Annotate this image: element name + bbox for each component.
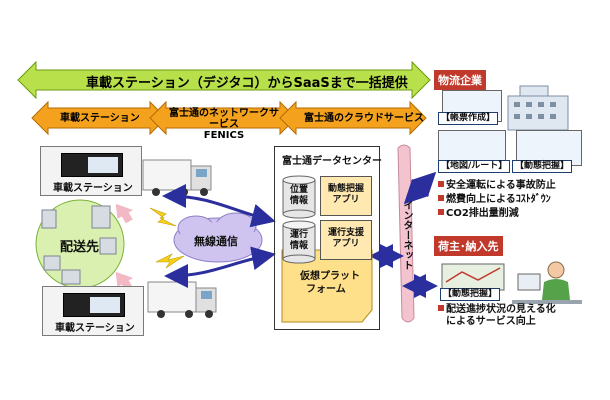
vehicle-station-bottom-label: 車載ステーション	[55, 323, 135, 334]
db-operation-icon	[282, 220, 316, 264]
bullet-square-icon	[438, 305, 444, 311]
link-top-arrow	[162, 184, 276, 228]
internet-logistics-arrow	[403, 171, 437, 205]
wireless-label: 無線通信	[194, 235, 238, 248]
db-location-line2: 情報	[289, 196, 308, 206]
platform-line1: 仮想プラット	[300, 271, 360, 282]
truck-bottom-icon	[147, 281, 217, 318]
app-tracking: 動態把握 アプリ	[320, 176, 372, 216]
lightning-top-icon	[149, 207, 177, 227]
pink-arrow-1	[115, 203, 134, 224]
person-icon	[512, 261, 582, 304]
building-icon	[507, 85, 569, 131]
db-location-line1: 位置	[289, 185, 308, 195]
bullet-square-icon	[438, 209, 444, 215]
segment-arrow-3	[279, 100, 427, 136]
internet-label: インターネット	[401, 200, 412, 270]
segment-label-cloud: 富士通のクラウドサービス	[304, 113, 424, 124]
shipper-tag-tracking: 【動態把握】	[440, 288, 501, 301]
logistics-tag-report: 【帳票作成】	[438, 112, 499, 125]
shipper-label: 荷主･納入先	[434, 236, 503, 256]
shipper-bullet-line2: によるサービス向上	[446, 316, 536, 327]
segment-label-station: 車載ステーション	[60, 113, 140, 124]
logistics-bullet-3-text: CO2排出量削減	[446, 208, 519, 219]
db-location-label: 位置 情報	[283, 185, 315, 207]
db-location-icon	[282, 175, 316, 219]
truck-top-icon	[142, 159, 212, 196]
datacenter-box	[274, 146, 380, 330]
bullet-square-icon	[438, 195, 444, 201]
lightning-bottom-icon	[155, 253, 185, 269]
link-bottom-arrow	[164, 246, 276, 288]
logistics-tag-tracking: 【動態把握】	[512, 160, 573, 173]
logistics-bullet-2: 燃費向上によるｺｽﾄﾀﾞｳﾝ	[438, 194, 551, 206]
logistics-bullet-1: 安全運転による事故防止	[438, 180, 556, 192]
app-operation-line2: アプリ	[332, 239, 360, 249]
banner-arrow	[17, 60, 431, 100]
db-operation-line1: 運行	[289, 230, 308, 240]
logistics-bullet-1-text: 安全運転による事故防止	[446, 180, 556, 191]
bullet-square-icon	[438, 181, 444, 187]
app-operation-support: 運行支援 アプリ	[320, 220, 372, 260]
datacenter-title: 富士通データセンター	[282, 156, 382, 167]
logistics-label: 物流企業	[434, 70, 486, 90]
station-device-bottom-icon	[63, 293, 125, 317]
app-operation-line1: 運行支援	[327, 228, 364, 238]
logistics-bullet-3: CO2排出量削減	[438, 208, 519, 220]
segment-label-network: 富士通のネットワークサービス FENICS	[166, 108, 282, 141]
db-operation-line2: 情報	[289, 241, 308, 251]
platform-label: 仮想プラット フォーム	[300, 270, 360, 296]
platform-line2: フォーム	[306, 284, 346, 295]
shipper-bullet: 配送進捗状況の見える化 によるサービス向上	[438, 304, 556, 328]
app-tracking-line1: 動態把握	[327, 184, 364, 194]
shipper-bullet-line1: 配送進捗状況の見える化	[446, 304, 556, 315]
delivery-label: 配送先	[60, 240, 100, 255]
vehicle-station-top: 車載ステーション	[40, 146, 142, 196]
logistics-bullet-2-text: 燃費向上によるｺｽﾄﾀﾞｳﾝ	[446, 194, 551, 205]
shipper-map-icon	[441, 263, 505, 291]
segment-network-line1: 富士通のネットワークサービス	[169, 108, 279, 130]
db-operation-label: 運行 情報	[283, 230, 315, 252]
station-device-top-icon	[61, 153, 123, 177]
banner-label: 車載ステーション（デジタコ）からSaaSまで一括提供	[86, 76, 408, 91]
segment-network-line2: FENICS	[203, 130, 245, 141]
app-tracking-line2: アプリ	[332, 195, 360, 205]
vehicle-station-bottom: 車載ステーション	[42, 286, 144, 336]
vehicle-station-top-label: 車載ステーション	[53, 183, 133, 194]
logistics-tag-map: 【地図/ルート】	[438, 160, 511, 173]
